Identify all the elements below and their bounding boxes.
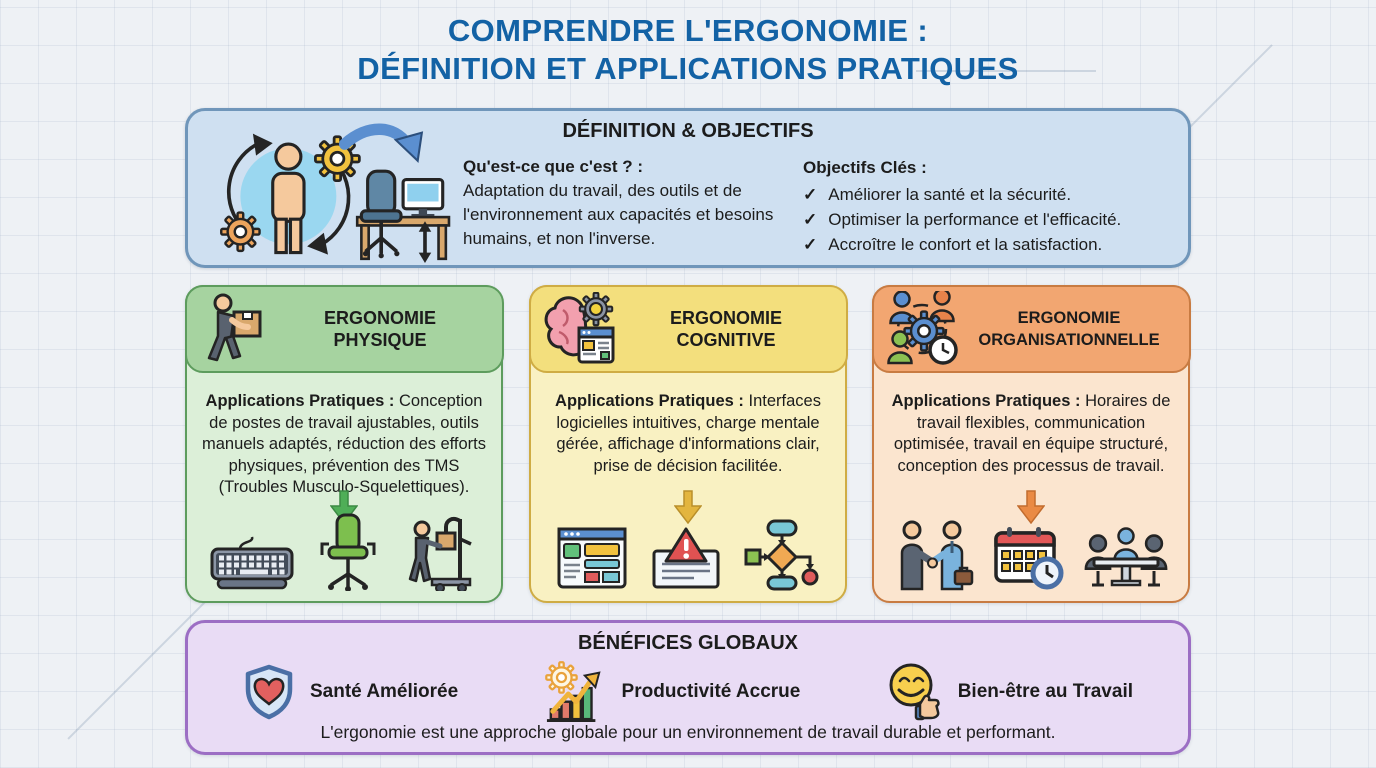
worker-carrying-box-icon: [207, 293, 261, 361]
objective-item: ✓ Optimiser la performance et l'efficacit…: [803, 207, 1187, 232]
team-meeting-icon: [1084, 527, 1168, 587]
lifting-aid-icon: [408, 516, 472, 591]
benefits-title: BÉNÉFICES GLOBAUX: [577, 632, 799, 654]
objective-text: Optimiser la performance et l'efficacité…: [828, 210, 1122, 229]
check-icon: ✓: [803, 235, 818, 254]
pillar-physical-icons: [187, 513, 501, 591]
objective-item: ✓ Accroître le confort et la satisfaction…: [803, 232, 1187, 257]
alert-document-icon: [652, 527, 720, 589]
definition-title: DÉFINITION & OBJECTIFS: [562, 120, 814, 142]
objective-text: Accroître le confort et la satisfaction.: [828, 235, 1103, 254]
down-arrow-icon: [1017, 490, 1045, 524]
definition-section: DÉFINITION & OBJECTIFS Qu'est-ce que c'e…: [185, 108, 1191, 268]
check-icon: ✓: [803, 185, 818, 204]
human-workstation-adaptation-icon: [220, 123, 451, 263]
pillar-cognitive-icons: [531, 515, 845, 591]
benefit-label: Santé Améliorée: [310, 681, 459, 702]
benefits-items: Santé Améliorée Productivité Accrue: [243, 661, 1133, 723]
team-process-clock-icon: [886, 290, 958, 365]
definition-what: Qu'est-ce que c'est ? : Adaptation du tr…: [463, 155, 799, 251]
smiley-thumbs-up-icon: [889, 663, 940, 721]
definition-objectives: Objectifs Clés : ✓ Améliorer la santé et …: [803, 155, 1187, 257]
productivity-chart-icon: [544, 661, 601, 723]
ui-layout-icon: [557, 527, 626, 589]
handshake-icon: [900, 520, 974, 591]
page-title: COMPRENDRE L'ERGONOMIE :DÉFINITION ET AP…: [0, 12, 1376, 88]
shield-heart-icon: [245, 664, 293, 720]
objectives-heading: Objectifs Clés :: [803, 158, 927, 177]
flowchart-icon: [744, 519, 818, 591]
objective-item: ✓ Améliorer la santé et la sécurité.: [803, 182, 1187, 207]
pillar-organizational-icons: [874, 515, 1188, 591]
benefit-label: Bien-être au Travail: [957, 681, 1133, 702]
check-icon: ✓: [803, 210, 818, 229]
ergonomic-chair-icon: [320, 513, 376, 591]
benefit-productivity: Productivité Accrue: [544, 661, 801, 723]
circuit-decoration: [916, 70, 1096, 72]
benefits-section: BÉNÉFICES GLOBAUX Santé Améliorée: [185, 620, 1191, 755]
definition-what-heading: Qu'est-ce que c'est ? :: [463, 157, 644, 176]
brain-gear-interface-icon: [544, 291, 614, 363]
pillar-cognitive-text: Applications Pratiques : Interfaces logi…: [555, 392, 821, 475]
keyboard-icon: [210, 536, 294, 590]
pillar-organizational-text: Applications Pratiques : Horaires de tra…: [891, 392, 1171, 475]
page-title-line1: COMPRENDRE L'ERGONOMIE :: [447, 13, 929, 48]
benefit-health: Santé Améliorée: [243, 664, 458, 720]
definition-what-text: Adaptation du travail, des outils et de …: [463, 181, 774, 248]
objective-text: Améliorer la santé et la sécurité.: [828, 185, 1072, 204]
down-arrow-icon: [674, 490, 702, 524]
calendar-clock-icon: [994, 527, 1064, 590]
benefits-footer: L'ergonomie est une approche globale pou…: [320, 722, 1056, 742]
pillar-physical-text: Applications Pratiques : Conception de p…: [201, 392, 487, 496]
benefit-wellbeing: Bien-être au Travail: [887, 663, 1133, 721]
benefit-label: Productivité Accrue: [621, 681, 801, 702]
page-title-line2: DÉFINITION ET APPLICATIONS PRATIQUES: [357, 51, 1019, 86]
